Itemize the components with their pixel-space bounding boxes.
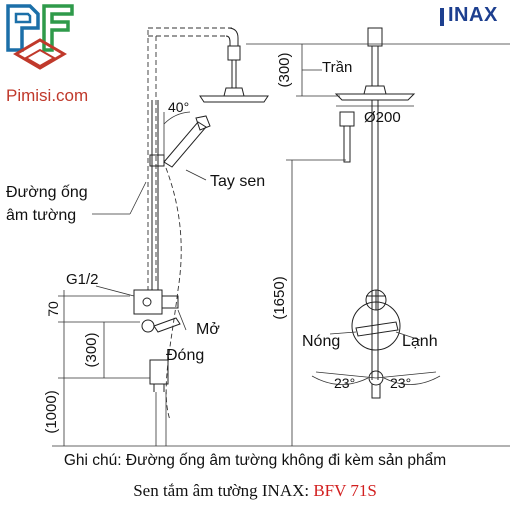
- dim-300-mid: (300): [83, 332, 100, 367]
- lever-front: [355, 321, 399, 337]
- hot-label: Nóng: [302, 333, 340, 350]
- footer-note: Ghi chú: Đường ống âm tường không đi kèm…: [63, 452, 447, 469]
- manufacturer-logo: INAX: [448, 4, 498, 26]
- dim-70: 70: [45, 301, 61, 317]
- lever-side: [153, 317, 181, 333]
- ceiling-bracket-side: [227, 45, 241, 61]
- wall-pipe-label-1: Đường ống: [6, 184, 88, 201]
- footer-title: Sen tắm âm tường INAX: BFV 71S: [0, 481, 510, 501]
- diameter-label: Ø200: [364, 109, 401, 126]
- hand-holder: [149, 154, 165, 167]
- open-label: Mở: [196, 321, 220, 338]
- hand-shower-front: [339, 111, 355, 127]
- angle-left-label: 23°: [334, 375, 355, 391]
- rain-head-side: [199, 95, 269, 103]
- pimisi-logo: [6, 4, 74, 70]
- close-label: Đóng: [166, 347, 204, 364]
- ceiling-bracket-front: [367, 27, 383, 47]
- ceiling-label: Trần: [322, 59, 352, 76]
- dim-300-top: (300): [276, 52, 293, 87]
- thread-label: G1/2: [66, 271, 99, 288]
- left-dimensions: [58, 290, 150, 446]
- mixer-body-side: [133, 289, 163, 315]
- hand-shower-label: Tay sen: [210, 173, 265, 190]
- angle-right-label: 23°: [390, 375, 411, 391]
- cold-label: Lạnh: [402, 333, 438, 350]
- brand-name: Pimisi.com: [6, 86, 89, 105]
- wall-pipe-label-2: âm tường: [6, 207, 76, 224]
- right-dimensions: [246, 43, 510, 446]
- angle-top-label: 40°: [168, 99, 189, 115]
- rain-head-front: [334, 93, 416, 101]
- dim-1650: (1650): [271, 276, 288, 319]
- dim-1000: (1000): [43, 390, 60, 433]
- footer-title-text: Sen tắm âm tường INAX:: [133, 481, 314, 500]
- inax-logo-mark: [440, 8, 444, 26]
- front-view: [311, 27, 441, 399]
- model-code: BFV 71S: [313, 481, 377, 500]
- side-view: [52, 27, 510, 447]
- hand-shower-side: [163, 121, 207, 168]
